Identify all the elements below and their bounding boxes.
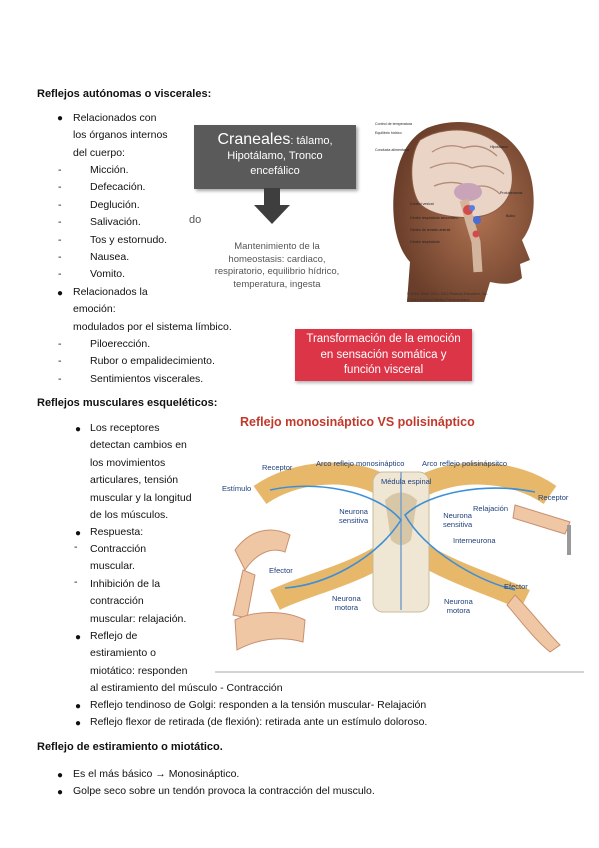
bullet-icon: ●: [57, 113, 64, 124]
brain-label: Control de temperatura: [375, 122, 412, 126]
text-line: emoción:: [73, 303, 116, 316]
section1-dash-list2: -Piloerección. -Rubor o empalidecimiento…: [58, 336, 215, 388]
brain-label: Conducta alimentaria: [375, 148, 409, 152]
label-arco-poli: Arco reflejo polisinápsitco: [422, 459, 508, 468]
list-item: -Tos y estornudo.: [58, 233, 168, 246]
bullet-icon: ●: [75, 632, 82, 643]
text-line: Relacionados con: [73, 112, 157, 124]
brain-label: Bulbo: [506, 214, 516, 218]
label-efector-left: Efector: [269, 566, 293, 575]
list-item: -Vomito.: [58, 268, 126, 281]
section2-bullet3: Reflejo de estiramiento o miotático: res…: [90, 630, 188, 677]
copyright-text: © 2019, 2016, 2013, 2012 Pearson Educati…: [407, 292, 488, 296]
list-item: -Rubor o empalidecimiento.: [58, 355, 215, 368]
section1-title: Reflejos autónomas o viscerales:: [37, 88, 212, 100]
label-efector-right: Efector: [504, 582, 528, 591]
head-silhouette-icon: [393, 121, 534, 302]
brain-head-illustration: Control de temperatura Equilibrio hídric…: [372, 112, 539, 312]
label-receptor-left: Receptor: [262, 463, 293, 472]
list-item: -Defecación.: [58, 181, 146, 194]
list-item: -Piloerección.: [58, 338, 151, 350]
spinal-cord-illustration: [215, 462, 584, 673]
craneales-title-rest: : tálamo,: [290, 135, 333, 147]
list-item: -Sentimientos viscerales.: [58, 372, 204, 385]
list-item: -Deglución.: [58, 198, 140, 211]
bullet-icon: ●: [75, 718, 82, 729]
section2-bullet3-cont: al estiramiento del músculo - Contracció…: [90, 682, 283, 694]
bullet-icon: ●: [75, 701, 82, 712]
label-estimulo: Estímulo: [222, 484, 252, 493]
text-line: los órganos internos: [73, 129, 168, 142]
mantenimiento-text: Mantenimiento de la homeostasis: cardiac…: [214, 241, 340, 290]
section3-bullet2: Golpe seco sobre un tendón provoca la co…: [73, 785, 375, 797]
down-arrow-icon: [254, 188, 290, 224]
text-line: modulados por el sistema límbico.: [73, 320, 232, 333]
section1-bullet2: Relacionados la emoción: modulados por e…: [73, 284, 232, 336]
list-item: -Nausea.: [58, 251, 130, 264]
brain-label: Hipotálamo: [490, 145, 509, 149]
section3-title: Reflejo de estiramiento o miotático.: [37, 741, 223, 753]
copyright-text: © 2019 Editorial Médica Panamericana: [407, 298, 470, 302]
emotion-transformation-box: Transformación de la emoción en sensació…: [295, 329, 472, 381]
label-interneurona: Interneurona: [453, 536, 496, 545]
label-arco-mono: Arco reflejo monosináptico: [316, 459, 405, 468]
section3-bullet1: Es el más básico → Monosináptico.: [73, 768, 240, 780]
brain-label: Centro respiratorio: [410, 240, 440, 244]
craneales-line3: encefálico: [250, 165, 300, 177]
list-item: -Micción.: [58, 164, 129, 176]
label-receptor-right: Receptor: [538, 493, 569, 502]
label-relajacion: Relajación: [473, 504, 509, 513]
bullet-icon: ●: [75, 424, 82, 435]
section2-bullet5: Reflejo flexor de retirada (de flexión):…: [90, 716, 428, 728]
craneales-title: Craneales: [217, 131, 291, 148]
craneales-line2: Hipotálamo, Tronco: [227, 150, 323, 162]
section2-title: Reflejos musculares esqueléticos:: [37, 397, 218, 409]
section2-dash2: Inhibición de la contracción muscular: r…: [90, 578, 187, 625]
section2-bullet4: Reflejo tendinoso de Golgi: responden a …: [90, 699, 427, 711]
brain-label: Equilibrio hídrico: [375, 131, 402, 135]
brain-label: Centro de tensión arterial: [410, 228, 451, 232]
bullet-icon: ●: [57, 770, 64, 781]
list-item: -Salivación.: [58, 216, 141, 229]
text-line: Relacionados la: [73, 286, 148, 298]
brain-label: Centro respiratorio secundario: [410, 216, 459, 220]
bullet-icon: ●: [57, 787, 64, 798]
bullet-icon: ●: [57, 288, 64, 299]
craneales-box: Craneales: tálamo, Hipotálamo, Tronco en…: [194, 125, 356, 189]
section1-dash-list: -Micción. -Defecación. -Deglución. -Sali…: [58, 162, 168, 284]
reflex-figure: Reflejo monosináptico VS polisináptico R…: [215, 410, 584, 674]
section2-bullet1: Los receptores detectan cambios en los m…: [90, 422, 192, 522]
section2-dash1: Contracción muscular.: [90, 543, 147, 573]
brain-label: Control vesical: [410, 202, 434, 206]
text-line: del cuerpo:: [73, 146, 125, 159]
section1-bullet1: Relacionados con los órganos internos de…: [73, 110, 168, 162]
bullet-icon: ●: [75, 528, 82, 539]
section2-bullet2: Respuesta:: [90, 526, 144, 538]
label-medula: Médula espinal: [381, 477, 432, 486]
craneales-fragment: do: [189, 214, 202, 226]
brain-label: Protuberancia: [500, 191, 523, 195]
reflex-figure-title: Reflejo monosináptico VS polisináptico: [240, 415, 475, 429]
